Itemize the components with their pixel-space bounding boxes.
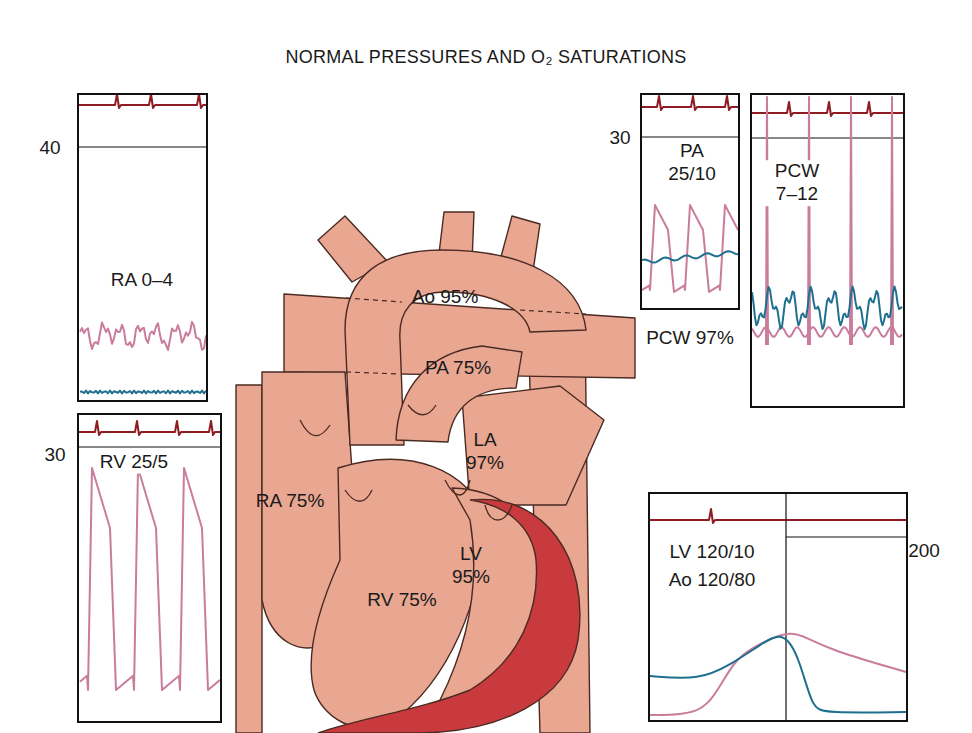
scale-value: 200 — [908, 540, 940, 563]
ecg-trace — [650, 509, 906, 523]
lv-myocardium — [318, 499, 580, 733]
pulmonary-trunk — [396, 346, 522, 442]
diagram-title: NORMAL PRESSURES AND O₂ SATURATIONS — [285, 47, 686, 69]
ra-pressure-trace — [80, 322, 206, 350]
hidden-line — [346, 372, 400, 374]
hidden-line — [346, 298, 402, 302]
pressure-panel: RV 25/5 — [77, 413, 222, 723]
pressure-value: PA 25/10 — [659, 140, 725, 186]
scale-value: 30 — [44, 444, 65, 467]
scale-value: 30 — [609, 127, 630, 150]
aortic-pressure-trace — [650, 634, 906, 715]
valve-stroke — [485, 505, 512, 520]
timing-line — [785, 493, 786, 721]
saturation-label: LV 95% — [445, 543, 497, 589]
saturation-label: PCW 97% — [646, 327, 734, 350]
valve-stroke — [300, 420, 330, 436]
pressure-value: LV 120/10 — [667, 541, 756, 564]
saturation-label: Ao 95% — [412, 286, 479, 309]
heart-outline — [236, 212, 635, 733]
pressure-panel: PCW 7–12 — [750, 93, 905, 408]
scale-value: 40 — [39, 137, 60, 160]
pcw-reference-trace — [752, 287, 902, 330]
pressure-value: RV 25/5 — [98, 451, 170, 474]
pressure-panel: RA 0–4 — [77, 93, 208, 402]
scale-line — [786, 536, 908, 537]
ecg-trace — [79, 94, 206, 108]
pressure-value: RA 0–4 — [109, 269, 175, 292]
valve-stroke — [445, 480, 470, 495]
scale-line — [640, 136, 740, 137]
valve-stroke — [408, 405, 436, 415]
reference-trace — [80, 391, 206, 394]
hidden-line — [520, 310, 586, 314]
pcw-pressure-trace — [752, 327, 902, 337]
scale-line — [77, 146, 208, 147]
ecg-trace — [752, 102, 903, 116]
saturation-label: RV 75% — [367, 589, 436, 612]
scale-line — [750, 137, 905, 138]
pa-pressure-trace — [642, 205, 738, 292]
valve-stroke — [345, 490, 372, 501]
pressure-value: Ao 120/80 — [667, 569, 758, 592]
pressure-panel: LV 120/10 Ao 120/80 — [648, 492, 908, 722]
rv-pressure-trace — [80, 468, 220, 690]
pressure-traces — [77, 94, 908, 721]
ecg-trace — [79, 421, 220, 435]
pressure-value: PCW 7–12 — [764, 160, 830, 206]
vena-cava — [236, 385, 262, 733]
pressure-panel: PA 25/10 — [640, 93, 740, 310]
lv-pressure-trace — [650, 637, 906, 713]
ecg-trace — [642, 96, 738, 110]
saturation-label: RA 75% — [256, 490, 325, 513]
scale-line — [77, 446, 222, 447]
saturation-label: PA 75% — [425, 357, 491, 380]
valve-strokes — [300, 405, 512, 520]
saturation-label: LA 97% — [459, 429, 511, 475]
reference-trace — [642, 251, 738, 262]
